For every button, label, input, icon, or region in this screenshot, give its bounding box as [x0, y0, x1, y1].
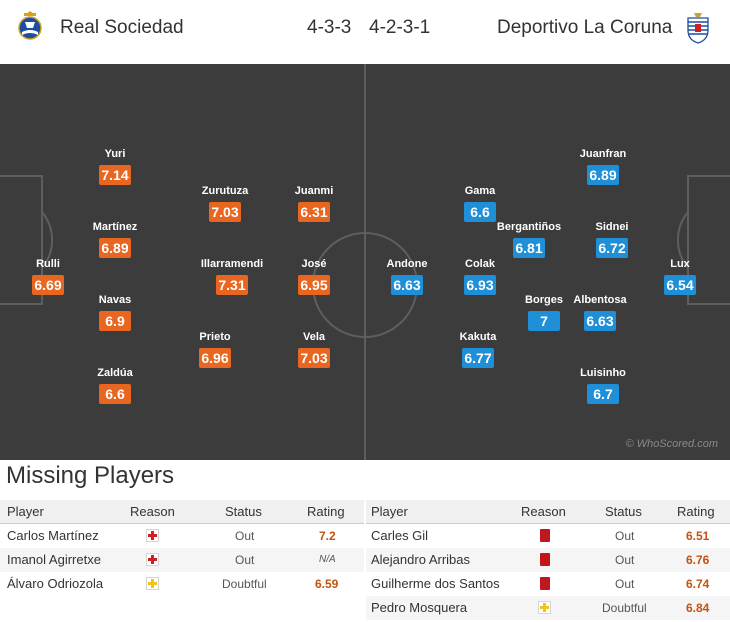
home-team-name[interactable]: Real Sociedad [60, 17, 184, 38]
player-martinez[interactable]: Martínez 6.89 [92, 221, 138, 258]
player-rating: 6.63 [584, 311, 616, 331]
pitch: Rulli 6.69 Yuri 7.14 Martínez 6.89 Navas… [0, 64, 730, 460]
player-juanmi[interactable]: Juanmi 6.31 [294, 185, 334, 222]
player-jose[interactable]: José 6.95 [274, 258, 354, 295]
player-rating: 7.03 [209, 202, 241, 222]
player-rating: 6.69 [32, 275, 64, 295]
table-header: Player Reason Status Rating [366, 500, 730, 524]
player-rating: 6.6 [99, 384, 131, 404]
whoscored-watermark: © WhoScored.com [625, 438, 718, 450]
player-prieto[interactable]: Prieto 6.96 [199, 331, 231, 368]
player-vela[interactable]: Vela 7.03 [274, 331, 354, 368]
player-lux[interactable]: Lux 6.54 [640, 258, 720, 295]
player-rating: 6.7 [587, 384, 619, 404]
player-juanfran[interactable]: Juanfran 6.89 [579, 148, 627, 185]
table-row: Alejandro Arribas Out 6.76 [366, 548, 730, 572]
player-bergantinos[interactable]: Bergantiños 6.81 [496, 221, 562, 258]
player-rating: 6.89 [99, 238, 131, 258]
missing-players-title: Missing Players [6, 462, 175, 489]
table-row: Imanol Agirretxe Out N/A [0, 548, 364, 572]
player-rating: 6.95 [298, 275, 330, 295]
player-borges[interactable]: Borges 7 [525, 294, 563, 331]
player-zurutuza[interactable]: Zurutuza 7.03 [201, 185, 249, 222]
injury-icon [146, 529, 159, 542]
doubtful-icon [538, 601, 551, 614]
red-card-icon [540, 577, 550, 590]
player-rating: 6.89 [587, 165, 619, 185]
player-colak[interactable]: Colak 6.93 [464, 258, 496, 295]
player-rating: 7 [528, 311, 560, 331]
player-name[interactable]: Guilherme dos Santos [371, 576, 500, 591]
player-luisinho[interactable]: Luisinho 6.7 [580, 367, 626, 404]
table-row: Carlos Martínez Out 7.2 [0, 524, 364, 548]
player-rating: 6.72 [596, 238, 628, 258]
player-albentosa[interactable]: Albentosa 6.63 [573, 294, 627, 331]
table-row: Guilherme dos Santos Out 6.74 [366, 572, 730, 596]
injury-icon [146, 553, 159, 566]
player-rating: 6.6 [464, 202, 496, 222]
player-name[interactable]: Carlos Martínez [7, 528, 99, 543]
player-name[interactable]: Imanol Agirretxe [7, 552, 101, 567]
player-name[interactable]: Alejandro Arribas [371, 552, 470, 567]
player-kakuta[interactable]: Kakuta 6.77 [459, 331, 497, 368]
player-andone[interactable]: Andone 6.63 [386, 258, 428, 295]
player-sidnei[interactable]: Sidnei 6.72 [595, 221, 629, 258]
red-card-icon [540, 529, 550, 542]
home-formation: 4-3-3 [307, 17, 352, 38]
player-name[interactable]: Pedro Mosquera [371, 600, 468, 615]
player-rulli[interactable]: Rulli 6.69 [8, 258, 88, 295]
player-name[interactable]: Álvaro Odriozola [7, 576, 104, 591]
player-navas[interactable]: Navas 6.9 [98, 294, 132, 331]
player-zaldua[interactable]: Zaldúa 6.6 [97, 367, 133, 404]
player-rating: 7.14 [99, 165, 131, 185]
player-rating: 7.31 [216, 275, 248, 295]
doubtful-icon [146, 577, 159, 590]
player-rating: 7.03 [298, 348, 330, 368]
player-name[interactable]: Carles Gil [371, 528, 429, 543]
away-team-name[interactable]: Deportivo La Coruna [497, 17, 673, 38]
table-header: Player Reason Status Rating [0, 500, 364, 524]
real-sociedad-crest-icon [18, 11, 42, 40]
lineup-header: Real Sociedad 4-3-3 4-2-3-1 Deportivo La… [0, 0, 730, 60]
player-yuri[interactable]: Yuri 7.14 [75, 148, 155, 185]
table-row: Álvaro Odriozola Doubtful 6.59 [0, 572, 364, 596]
away-formation: 4-2-3-1 [369, 17, 431, 38]
player-rating: 6.81 [513, 238, 545, 258]
player-gama[interactable]: Gama 6.6 [464, 185, 496, 222]
player-illarramendi[interactable]: Illarramendi 7.31 [200, 258, 264, 295]
player-rating: 6.93 [464, 275, 496, 295]
player-rating: 6.54 [664, 275, 696, 295]
table-row: Pedro Mosquera Doubtful 6.84 [366, 596, 730, 620]
player-rating: 6.31 [298, 202, 330, 222]
player-rating: 6.77 [462, 348, 494, 368]
deportivo-crest-icon [687, 13, 709, 44]
player-rating: 6.9 [99, 311, 131, 331]
table-row: Carles Gil Out 6.51 [366, 524, 730, 548]
red-card-icon [540, 553, 550, 566]
player-rating: 6.96 [199, 348, 231, 368]
player-rating: 6.63 [391, 275, 423, 295]
